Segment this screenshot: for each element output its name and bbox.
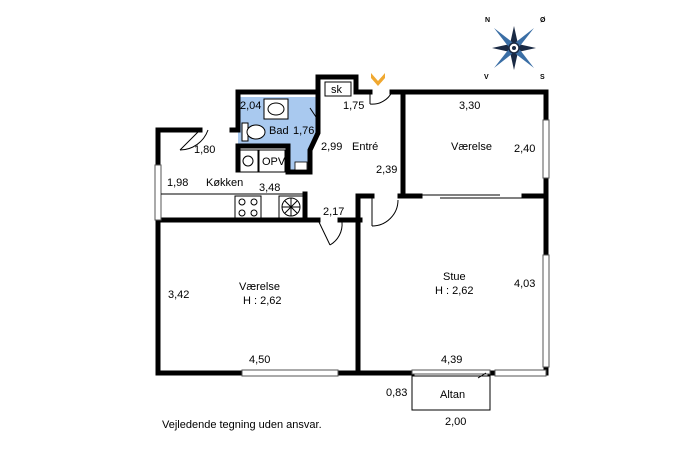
stue-height: 4,03 [514,278,535,290]
bathroom-fixtures [241,98,308,171]
window-kitchen [154,164,162,221]
sink-icon [237,149,259,173]
vaerelse2-ceiling: H : 2,62 [243,295,282,307]
altan-width: 2,00 [445,416,466,428]
stue-name: Stue [443,271,466,283]
vaerelse2-height: 3,42 [168,289,189,301]
bathroom-fill [238,97,318,172]
hall-width: 1,80 [194,144,215,156]
vaerelse2-width: 4,50 [249,354,270,366]
toilet-icon [246,124,266,140]
vaerelse1-name: Værelse [451,141,492,153]
altan-outline [411,375,491,411]
bath-name: Bad [269,125,289,137]
compass-s: S [540,74,545,81]
compass-o: Ø [540,17,546,24]
washer-icon [294,161,308,171]
doors [179,91,524,379]
entre-left-dim: 2,99 [321,141,342,153]
bath-dimension: 1,76 [293,125,314,137]
kitchen-width: 3,48 [259,182,280,194]
window-stue-bottom [494,369,547,377]
labels: sk 1,75 2,04 Bad 1,76 OPV 2,99 Entré 2,3… [162,81,535,431]
exterior-walls [155,74,549,376]
window-altan-door [411,369,491,375]
entrance-arrow-icon [371,73,385,86]
stove-icon [234,195,262,220]
opv-label: OPV [262,156,286,168]
sk-dimension: 1,75 [343,100,364,112]
disclaimer: Vejledende tegning uden ansvar. [162,419,322,431]
window-vaerelse1 [542,119,550,179]
kitchen-height: 1,98 [167,177,188,189]
extractor-fan-icon [278,195,305,220]
opv-box [258,149,286,173]
bath-sink-icon [263,98,289,120]
kitchen-name: Køkken [206,177,243,189]
interior-walls [157,89,549,371]
vaerelse2-name: Værelse [239,281,280,293]
window-stue [542,254,550,368]
vaerelse1-height: 2,40 [514,143,535,155]
altan-depth: 0,83 [386,387,407,399]
sk-label: sk [331,84,343,96]
altan-name: Altan [440,389,465,401]
entre-right-dim: 2,39 [376,164,397,176]
entre-name: Entré [352,141,378,153]
stue-width: 4,39 [441,354,462,366]
stue-ceiling: H : 2,62 [435,285,474,297]
compass-v: V [484,74,489,81]
vaerelse1-width: 3,30 [459,100,480,112]
compass-n: N [485,17,490,24]
kitchen-fixtures [161,149,305,220]
windows [154,119,550,377]
entre-low-dim: 2,17 [323,206,344,218]
bath-width: 2,04 [240,100,261,112]
compass-rose-icon [492,26,536,70]
window-vaerelse2 [241,369,339,377]
